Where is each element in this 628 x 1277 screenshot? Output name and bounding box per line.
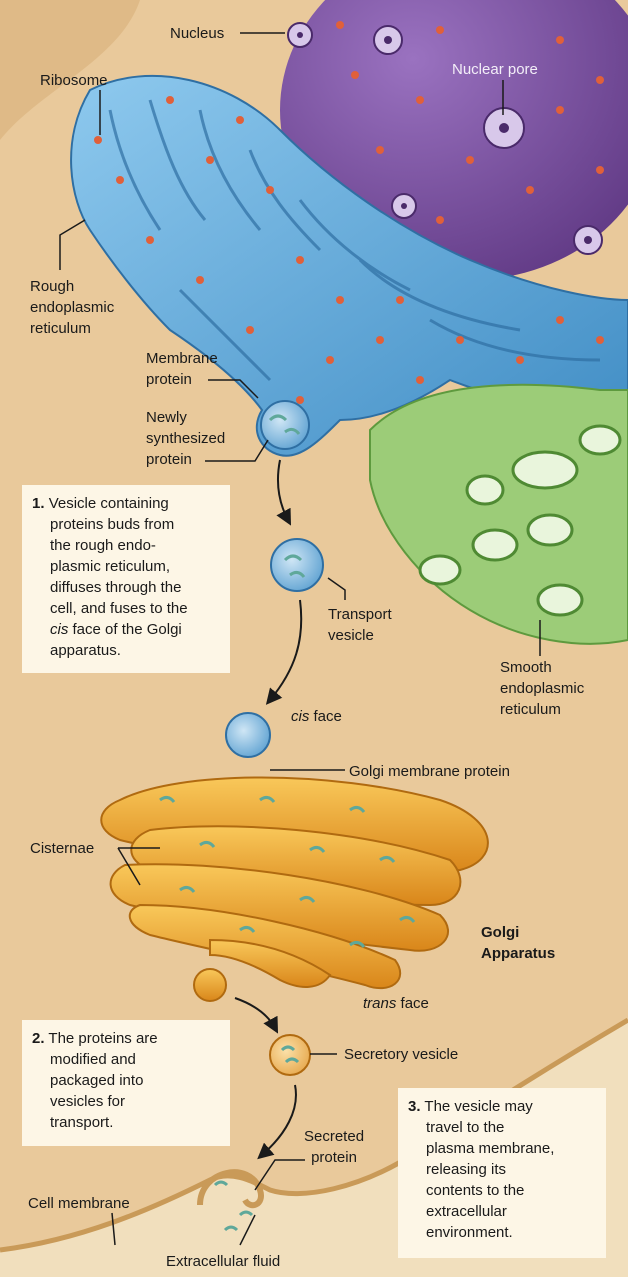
rough-er-label-line2: endoplasmic: [30, 299, 115, 316]
step-1-line5: diffuses through the: [50, 579, 182, 596]
step-3-line3: plasma membrane,: [426, 1140, 555, 1157]
golgi-proteins: [159, 795, 416, 948]
golgi-apparatus-label: Golgi Apparatus: [481, 922, 555, 964]
secreted-protein-label-line2: protein: [311, 1149, 357, 1166]
step-3-box: 3. The vesicle may travel to the plasma …: [398, 1088, 606, 1258]
step-1-line4: plasmic reticulum,: [50, 558, 171, 575]
rough-er-label-line1: Rough: [30, 278, 75, 295]
newly-synthesized-protein-shape: [268, 414, 301, 435]
transport-vesicle-shape: [270, 538, 324, 592]
step-3-line2: travel to the: [426, 1119, 505, 1136]
nucleus-label: Nucleus: [170, 25, 225, 42]
step-1-line3: the rough endo-: [50, 537, 156, 554]
secretory-vesicle-shape: [269, 1034, 311, 1076]
rough-er-ribosomes: [94, 96, 604, 404]
newly-synthesized-protein-label-line2: synthesized: [146, 430, 226, 447]
cis-face-label-italic: cis: [291, 708, 310, 725]
leader-lines: [59, 32, 541, 1246]
cis-face-label: cis face: [291, 706, 342, 727]
cis-face-vesicle: [225, 712, 271, 758]
step-3-line4: releasing its: [426, 1161, 507, 1178]
flow-arrows: [234, 459, 303, 1160]
trans-face-label-rest: face: [396, 995, 429, 1012]
step-3-line5: contents to the: [426, 1182, 525, 1199]
trans-face-label: trans face: [363, 993, 429, 1014]
step-1-line7-italic: cis: [50, 621, 69, 638]
step-1-line6: cell, and fuses to the: [50, 600, 188, 617]
step-2-line3: packaged into: [50, 1072, 144, 1089]
step-1-line8: apparatus.: [50, 642, 121, 659]
step-2-body: modified and packaged into vesicles for …: [32, 1049, 220, 1133]
step-1-body: proteins buds from the rough endo- plasm…: [32, 514, 220, 661]
cell-membrane-label: Cell membrane: [28, 1195, 130, 1212]
cisternae-label: Cisternae: [30, 840, 95, 857]
ribosome-label: Ribosome: [40, 72, 108, 89]
transport-vesicle-label: Transport vesicle: [328, 604, 392, 646]
extracellular-fluid-label: Extracellular fluid: [166, 1253, 281, 1270]
step-2-line4: vesicles for: [50, 1093, 126, 1110]
smooth-er-label-line1: Smooth: [500, 659, 552, 676]
step-2-line2: modified and: [50, 1051, 136, 1068]
transport-vesicle-label-line1: Transport: [328, 606, 392, 623]
secretory-vesicle-label: Secretory vesicle: [344, 1046, 459, 1063]
step-2-box: 2. The proteins are modified and package…: [22, 1020, 230, 1146]
smooth-er-shape: [369, 383, 628, 645]
rough-er-label: Rough endoplasmic reticulum: [30, 276, 114, 339]
newly-synthesized-protein-label-line3: protein: [146, 451, 192, 468]
step-1-line1: 1. Vesicle containing: [32, 493, 220, 514]
trans-face-bud: [193, 968, 227, 1002]
smooth-er-label: Smooth endoplasmic reticulum: [500, 657, 584, 720]
rough-er-folds: [108, 99, 601, 382]
secreted-protein-label: Secreted protein: [304, 1126, 364, 1168]
trans-face-label-italic: trans: [363, 995, 397, 1012]
step-1-box: 1. Vesicle containing proteins buds from…: [22, 485, 230, 673]
nuclear-pore-label: Nuclear pore: [452, 61, 538, 78]
membrane-protein-label: Membrane protein: [146, 348, 218, 390]
step-2-line1-text: The proteins are: [48, 1030, 158, 1047]
golgi-apparatus-label-line1: Golgi: [481, 924, 520, 941]
step-3-line1-text: The vesicle may: [424, 1098, 533, 1115]
transport-vesicle-label-line2: vesicle: [328, 627, 374, 644]
newly-synthesized-protein-label-line1: Newly: [146, 409, 187, 426]
step-1-line7-rest: face of the Golgi: [68, 621, 182, 638]
golgi-shape: [100, 776, 489, 990]
secreted-protein-shapes: [213, 1180, 254, 1232]
cis-face-label-rest: face: [309, 708, 342, 725]
transport-vesicle-protein: [283, 554, 306, 578]
step-1-number: 1.: [32, 495, 45, 512]
membrane-protein-label-line2: protein: [146, 371, 192, 388]
nucleus-ribosome-dots: [336, 21, 604, 224]
smooth-er-label-line3: reticulum: [500, 701, 561, 718]
step-3-line7: environment.: [426, 1224, 513, 1241]
step-3-line1: 3. The vesicle may: [408, 1096, 596, 1117]
newly-synthesized-protein-label: Newly synthesized protein: [146, 407, 225, 470]
step-2-line1: 2. The proteins are: [32, 1028, 220, 1049]
golgi-apparatus-label-line2: Apparatus: [481, 945, 556, 962]
golgi-membrane-protein-label: Golgi membrane protein: [349, 763, 510, 780]
nuclear-pore-centers: [297, 32, 592, 244]
cytoplasm-shade: [0, 0, 140, 140]
er-budding-vesicle: [260, 400, 310, 450]
secreted-protein-label-line1: Secreted: [304, 1128, 365, 1145]
step-2-number: 2.: [32, 1030, 45, 1047]
smooth-er-label-line2: endoplasmic: [500, 680, 585, 697]
step-2-line5: transport.: [50, 1114, 114, 1131]
step-3-number: 3.: [408, 1098, 421, 1115]
rough-er-label-line3: reticulum: [30, 320, 91, 337]
step-1-line7: cis face of the Golgi: [50, 619, 220, 640]
step-1-line2: proteins buds from: [50, 516, 175, 533]
secretory-vesicle-protein: [280, 1045, 300, 1064]
step-3-line6: extracellular: [426, 1203, 507, 1220]
membrane-protein-label-line1: Membrane: [146, 350, 218, 367]
step-3-body: travel to the plasma membrane, releasing…: [408, 1117, 596, 1243]
step-1-line1-text: Vesicle containing: [48, 495, 169, 512]
